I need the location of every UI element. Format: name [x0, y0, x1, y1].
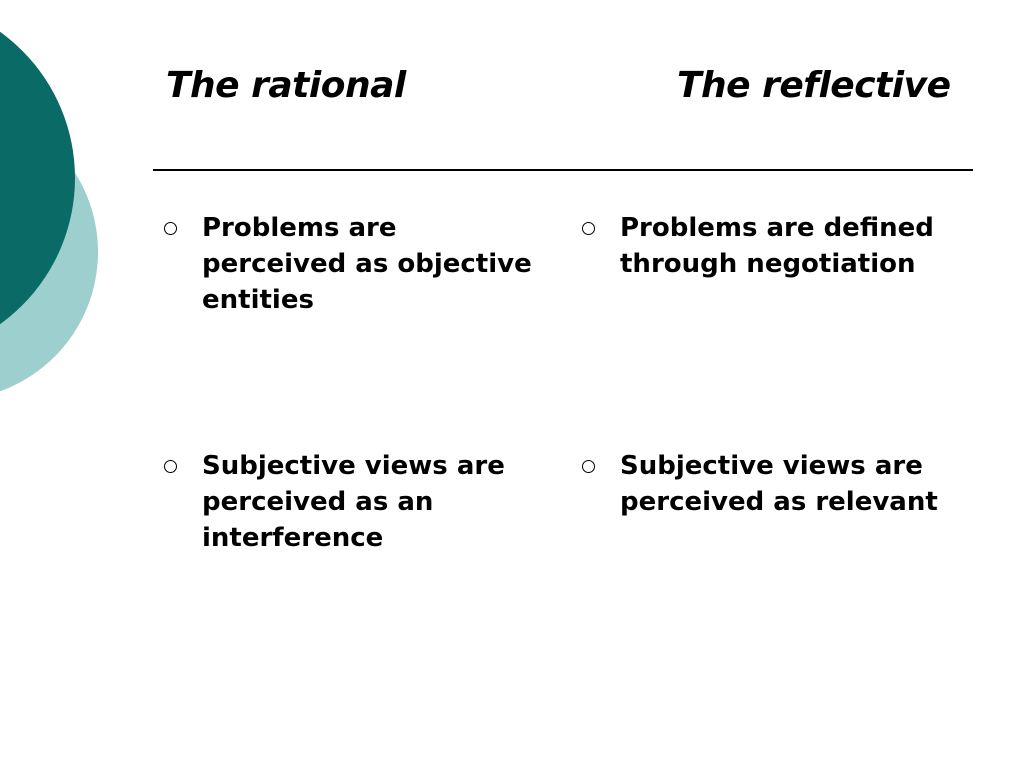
bullet-text: Problems are perceived as objective enti…	[202, 213, 532, 315]
right-column-heading: The reflective	[677, 65, 951, 106]
bullet-text: Subjective views are perceived as releva…	[620, 451, 938, 517]
list-item: Subjective views are perceived as an int…	[164, 448, 544, 686]
dark-teal-circle	[0, 31, 75, 325]
hollow-circle-icon	[164, 222, 177, 235]
bullet-text: Subjective views are perceived as an int…	[202, 451, 505, 553]
right-column: Problems are defined through negotiation…	[582, 210, 962, 686]
list-item: Subjective views are perceived as releva…	[582, 448, 962, 686]
hollow-circle-icon	[582, 460, 595, 473]
heading-divider	[153, 169, 973, 171]
hollow-circle-icon	[164, 460, 177, 473]
left-column: Problems are perceived as objective enti…	[164, 210, 544, 686]
list-item: Problems are perceived as objective enti…	[164, 210, 544, 448]
left-column-heading: The rational	[166, 65, 406, 106]
list-item: Problems are defined through negotiation	[582, 210, 962, 448]
bullet-text: Problems are defined through negotiation	[620, 213, 934, 279]
overlapping-circles-decoration	[0, 31, 98, 392]
hollow-circle-icon	[582, 222, 595, 235]
